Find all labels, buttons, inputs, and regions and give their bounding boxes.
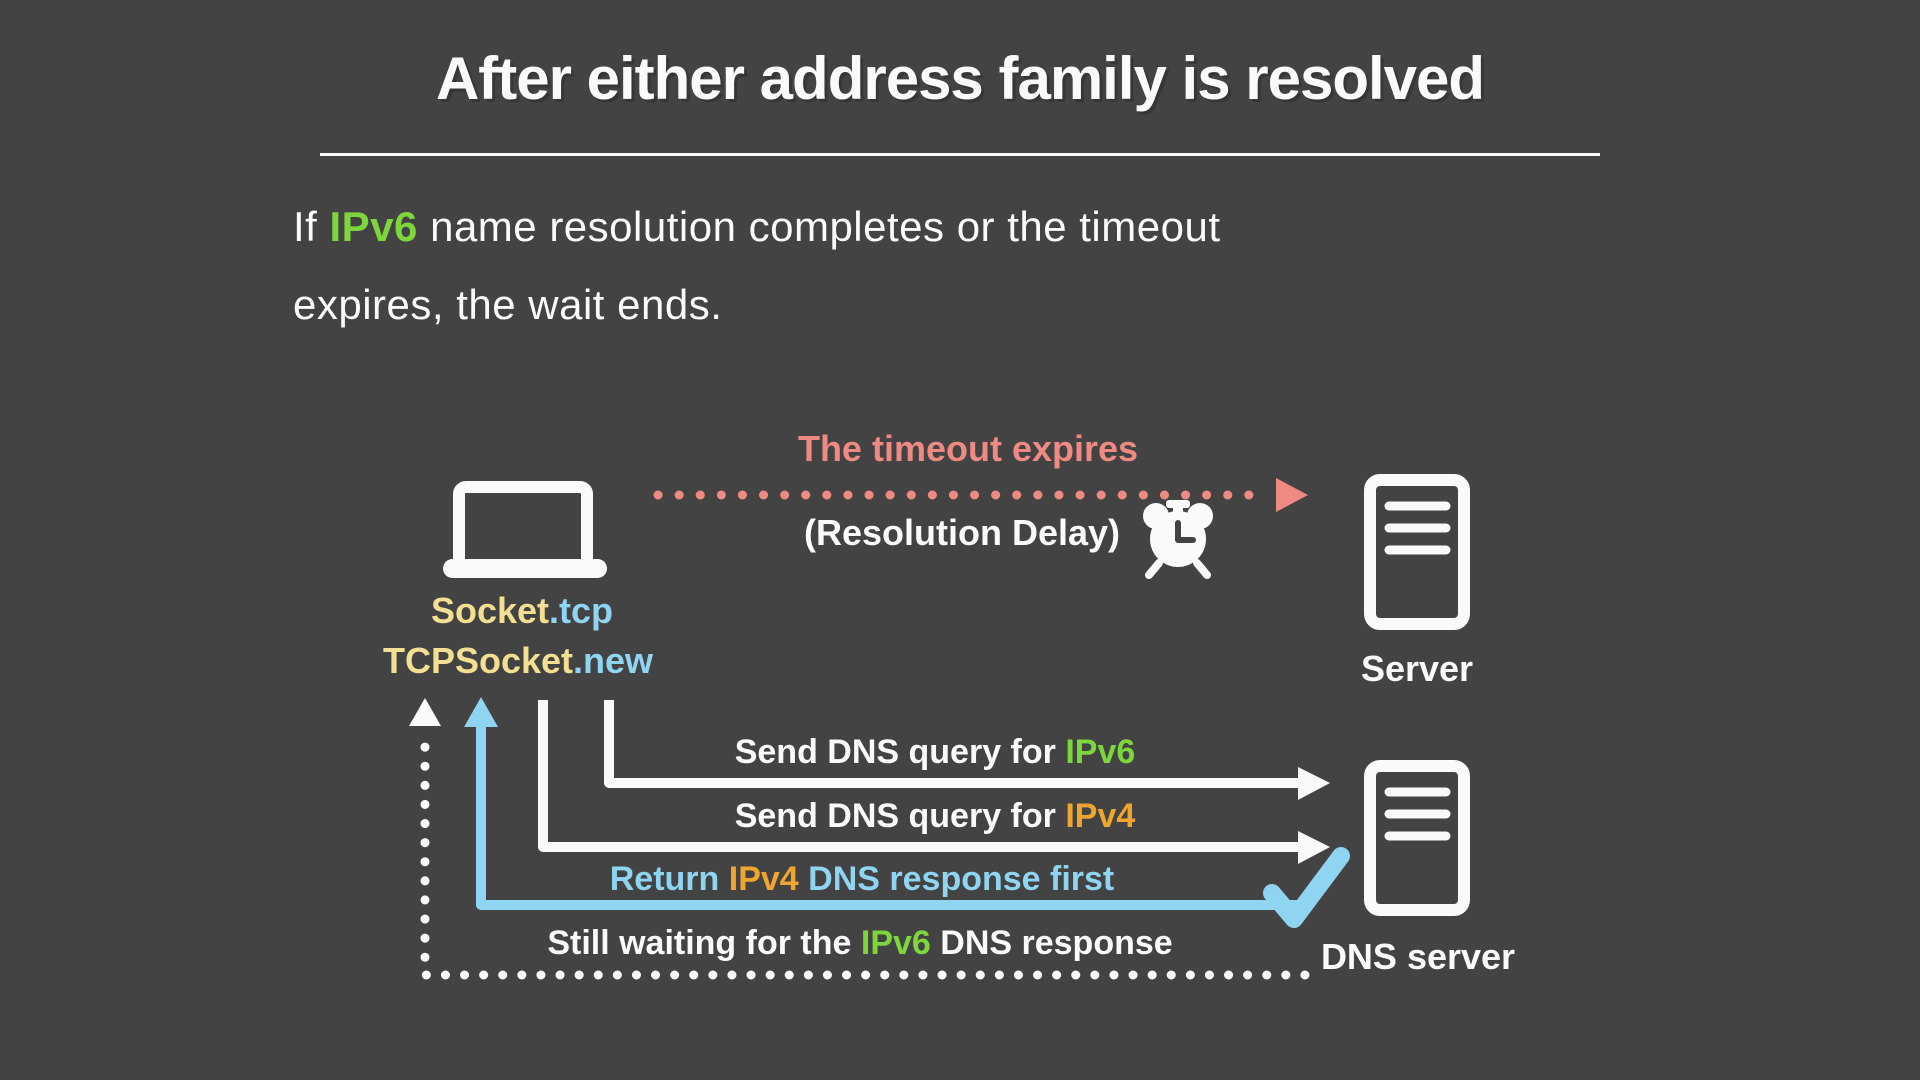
msg-still-keyword: IPv6 xyxy=(860,924,931,962)
msg-send-dns-query-ipv6: Send DNS query for IPv6 xyxy=(735,733,1136,772)
msg-return-ipv4-response: Return IPv4 DNS response first xyxy=(610,860,1114,899)
msg-return-post: DNS response first xyxy=(798,860,1115,898)
msg-still-waiting-ipv6: Still waiting for the IPv6 DNS response xyxy=(547,924,1172,963)
intro-post: name resolution completes or the timeout xyxy=(417,203,1221,250)
check-icon xyxy=(1263,847,1350,928)
timeout-label: The timeout expires xyxy=(797,428,1139,469)
server-label: Server xyxy=(1360,648,1474,689)
msg-query4-keyword: IPv4 xyxy=(1065,797,1136,835)
intro-text-line1: If IPv6 name resolution completes or the… xyxy=(293,203,1221,251)
msg-return-pre: Return xyxy=(609,860,729,898)
socket-name: Socket xyxy=(430,590,550,631)
msg-send-dns-query-ipv4: Send DNS query for IPv4 xyxy=(735,797,1136,836)
client-call-tcpsocket-new: TCPSocket.new xyxy=(383,640,653,682)
dns-query-ipv4-arrow xyxy=(538,700,1330,864)
dns-server-label: DNS server xyxy=(1320,936,1516,977)
page-title: After either address family is resolved xyxy=(435,45,1485,112)
intro-text-line2: expires, the wait ends. xyxy=(293,281,723,328)
alarm-clock-icon xyxy=(1143,500,1213,579)
msg-still-pre: Still waiting for the xyxy=(547,924,861,962)
title-divider xyxy=(320,153,1600,156)
intro-keyword-ipv6: IPv6 xyxy=(329,203,418,250)
socket-method: .tcp xyxy=(549,590,614,631)
tcpsocket-method: .new xyxy=(573,640,654,681)
resolution-delay-label: (Resolution Delay) xyxy=(803,512,1121,553)
msg-query4-text: Send DNS query for xyxy=(734,797,1066,835)
server-icon xyxy=(1364,474,1470,630)
tcpsocket-name: TCPSocket xyxy=(382,640,574,681)
dns-server-icon xyxy=(1364,760,1470,916)
msg-query6-keyword: IPv6 xyxy=(1065,733,1136,771)
client-call-socket-tcp: Socket.tcp xyxy=(431,590,613,632)
still-waiting-dotted-arrow xyxy=(409,698,1310,980)
msg-return-keyword: IPv4 xyxy=(728,860,799,898)
dns-query-ipv6-arrow xyxy=(604,700,1330,800)
timeout-dotted-arrow xyxy=(653,478,1308,512)
intro-pre: If xyxy=(293,203,330,250)
msg-query6-text: Send DNS query for xyxy=(734,733,1066,771)
laptop-icon xyxy=(443,481,607,578)
msg-still-post: DNS response xyxy=(930,924,1173,962)
return-ipv4-arrow xyxy=(464,697,1310,910)
